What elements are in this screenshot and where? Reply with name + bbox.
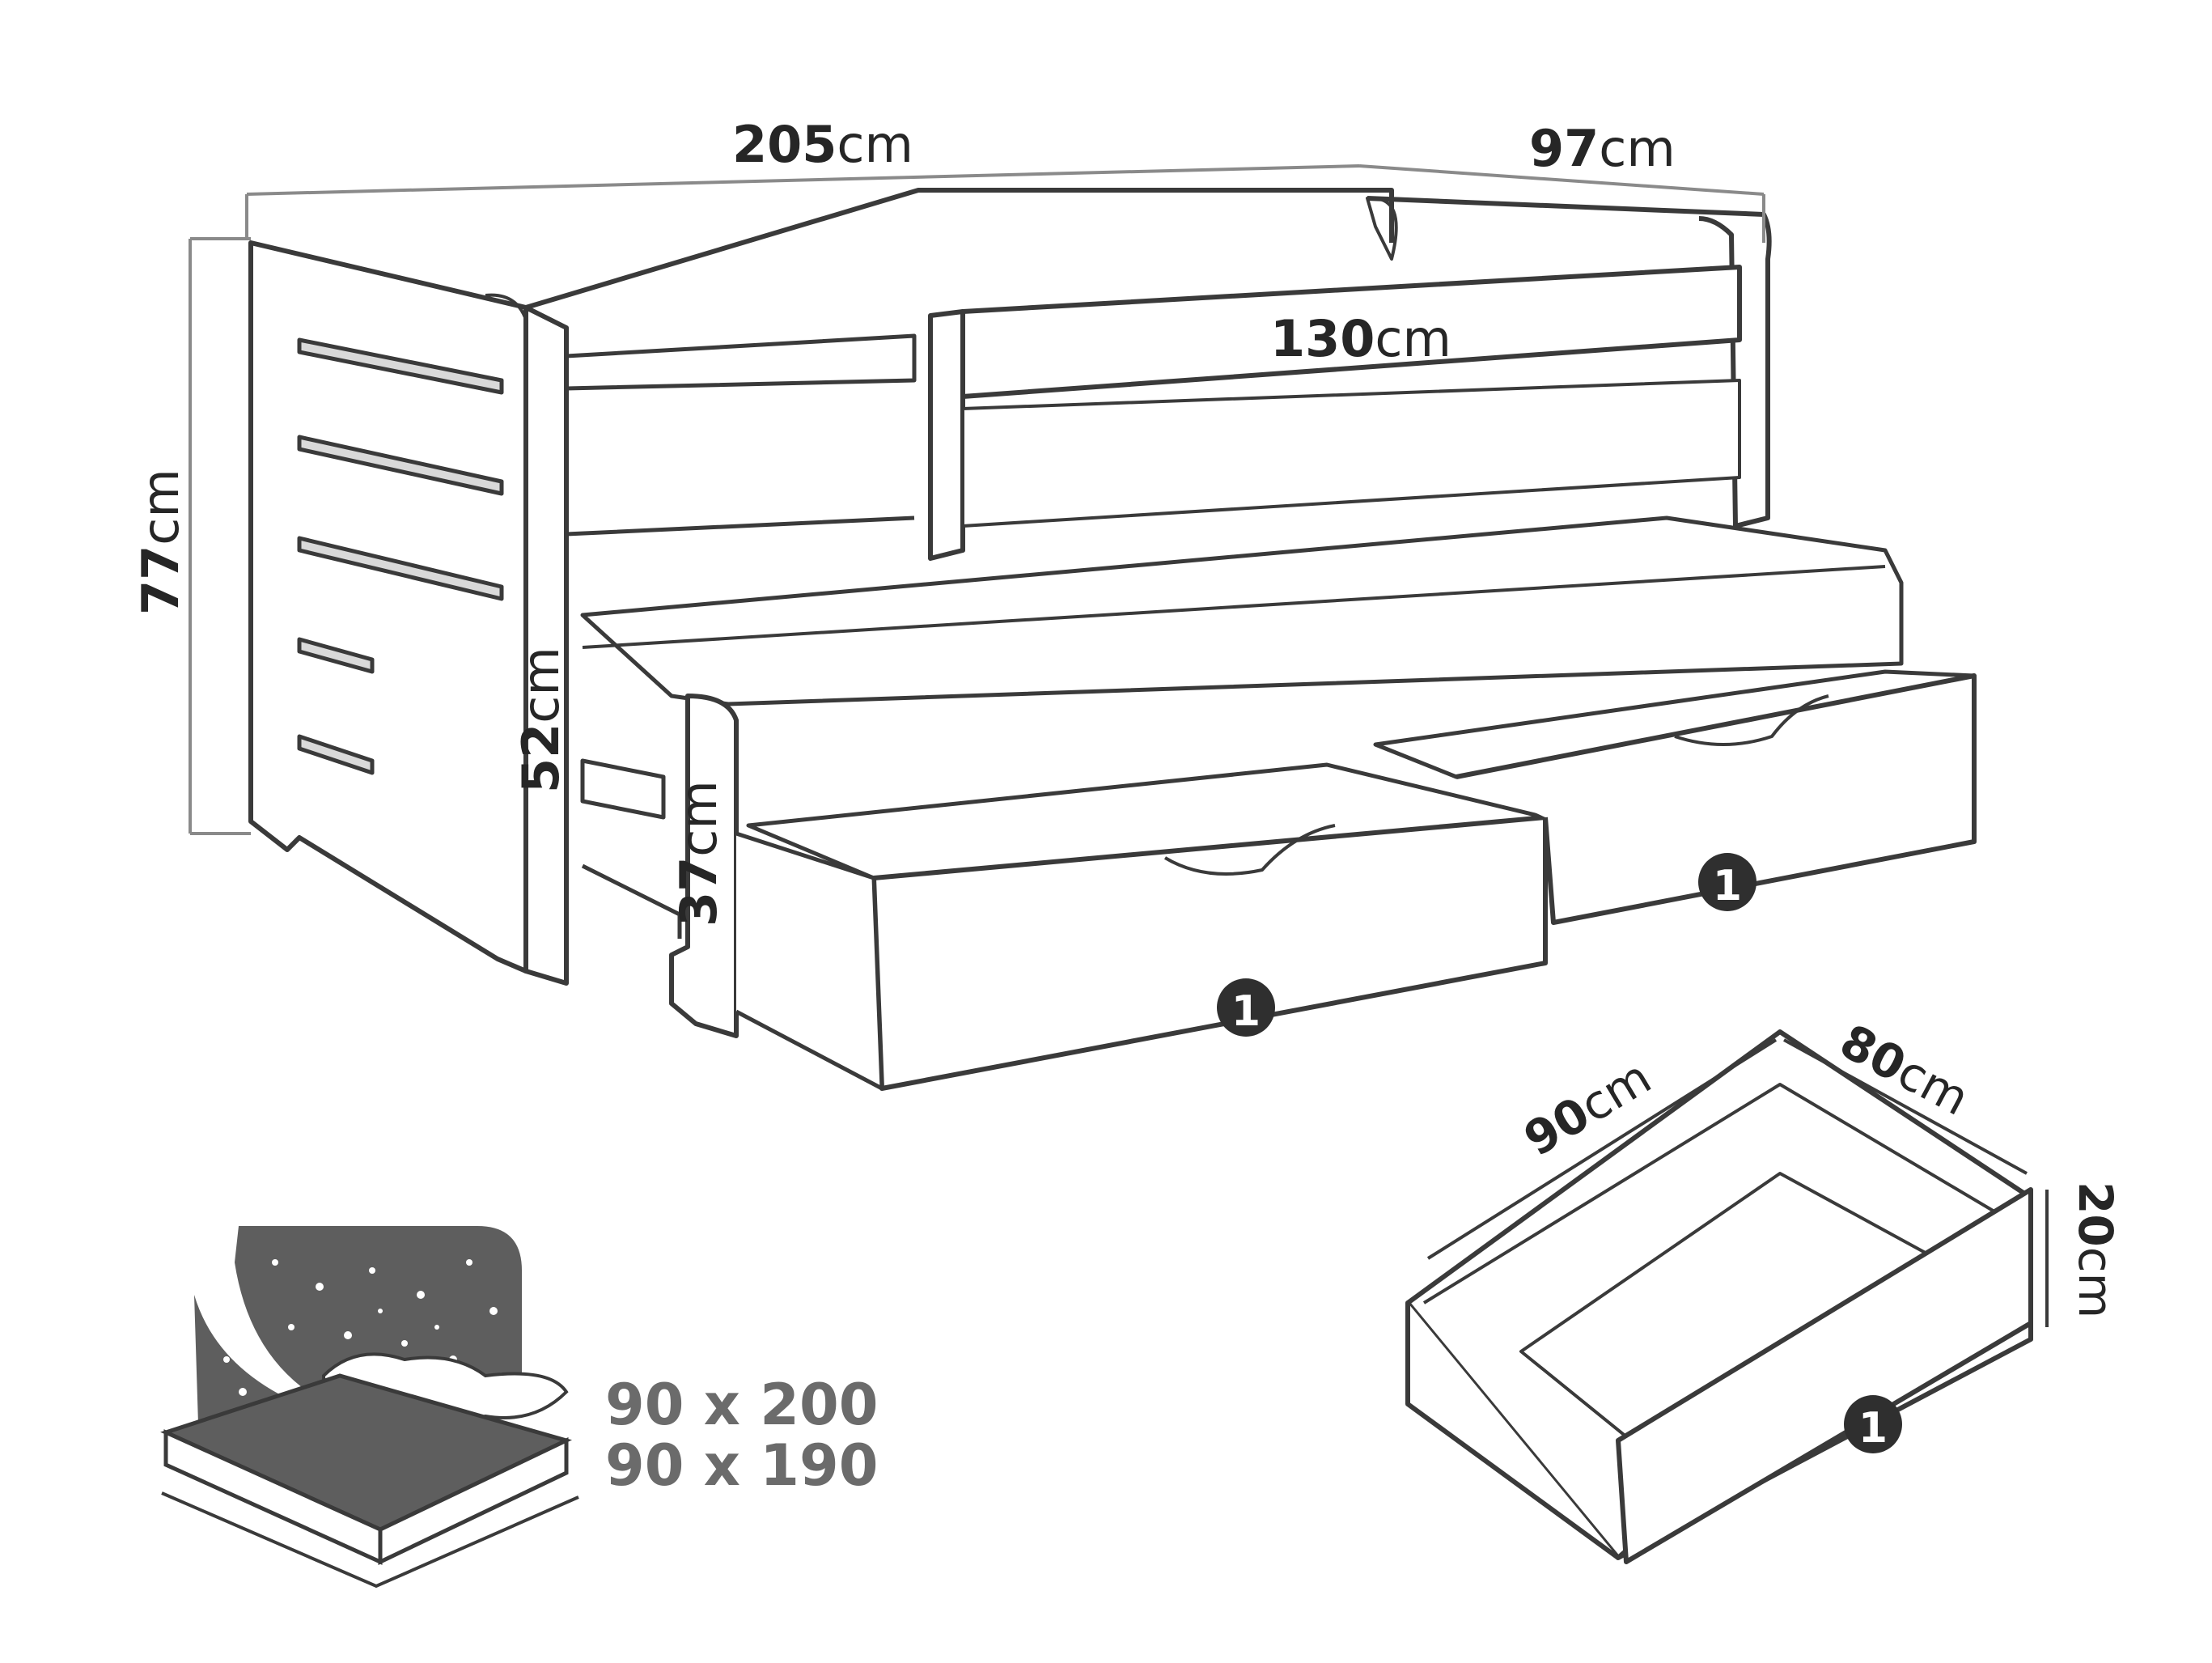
mattress-size-2: 90 x 190	[605, 1432, 878, 1499]
drawer-badge-separate: 1	[1844, 1395, 1902, 1453]
bed-length-unit: cm	[837, 115, 913, 174]
guard-rail-value: 130	[1270, 309, 1375, 368]
side-height-unit: cm	[511, 647, 570, 723]
bed-drawing-icon	[248, 188, 1977, 1091]
drawer-badge-left-text: 1	[1231, 987, 1261, 1036]
svg-text:205cm: 205cm	[732, 115, 913, 174]
svg-text:77cm: 77cm	[131, 469, 190, 615]
guard-rail-unit: cm	[1375, 309, 1451, 368]
svg-text:130cm: 130cm	[1270, 309, 1451, 368]
side-height-value: 52	[511, 723, 570, 793]
bed-depth-unit: cm	[1599, 119, 1675, 178]
trundle-height-unit: cm	[669, 780, 728, 856]
trundle-height-value: 37	[669, 857, 728, 927]
bed-height-label: 77cm	[131, 469, 190, 615]
svg-text:37cm: 37cm	[669, 780, 728, 927]
bed-length-value: 205	[732, 115, 837, 174]
drawer-dimension-lines	[1426, 1038, 2049, 1327]
drawer-height-value: 20	[2068, 1181, 2123, 1247]
drawer-badge-separate-text: 1	[1858, 1404, 1888, 1453]
guard-rail-label: 130cm	[1270, 309, 1451, 368]
bed-depth-value: 97	[1529, 119, 1599, 178]
mattress-icon	[160, 1226, 579, 1589]
drawer-badge-left: 1	[1217, 978, 1275, 1037]
bed-height-value: 77	[131, 545, 190, 615]
svg-text:52cm: 52cm	[511, 647, 570, 793]
bed-depth-label: 97cm	[1529, 119, 1676, 178]
drawer-drawing-icon	[1405, 1029, 2033, 1564]
mattress-size-list: 90 x 200 90 x 190	[605, 1372, 878, 1499]
svg-text:97cm: 97cm	[1529, 119, 1676, 178]
bed-height-unit: cm	[131, 469, 190, 545]
drawer-badge-right: 1	[1698, 853, 1756, 911]
mattress-size-1: 90 x 200	[605, 1372, 878, 1438]
drawer-height-label: 20cm	[2068, 1181, 2123, 1318]
side-height-label: 52cm	[511, 647, 570, 793]
drawer-height-unit: cm	[2068, 1247, 2123, 1318]
bed-length-label: 205cm	[732, 115, 913, 174]
dimension-lines	[189, 164, 1765, 835]
svg-text:20cm: 20cm	[2068, 1181, 2123, 1318]
trundle-height-label: 37cm	[669, 780, 728, 927]
drawer-badge-right-text: 1	[1713, 862, 1742, 910]
